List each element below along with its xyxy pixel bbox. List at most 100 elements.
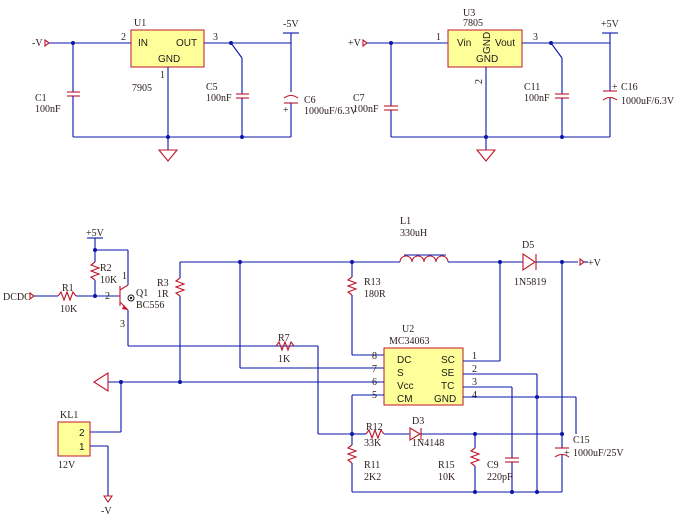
u2-pin1-num: 1 bbox=[472, 351, 477, 362]
ground-symbol-dcdc bbox=[92, 371, 109, 393]
u1-ref: U1 bbox=[134, 18, 146, 29]
r15-value: 10K bbox=[438, 472, 456, 483]
r1-resistor bbox=[57, 290, 77, 302]
r2-resistor bbox=[89, 261, 101, 281]
u2-pin7-num: 7 bbox=[372, 364, 377, 375]
c11-ref: C11 bbox=[524, 82, 540, 93]
q1-pin1: 1 bbox=[122, 271, 127, 282]
u3-gnd-side: GND bbox=[482, 32, 493, 54]
r13-value: 180R bbox=[364, 289, 386, 300]
dcdc-converter-section: +5V R2 10K DCDC R1 10K 1 2 3 Q1 BC556 bbox=[3, 216, 624, 517]
d5-ref: D5 bbox=[522, 240, 534, 251]
net-port-neg-v-in bbox=[44, 38, 50, 48]
c15-plus: + bbox=[564, 448, 570, 459]
c6-capacitor bbox=[283, 94, 299, 99]
r1-value: 10K bbox=[60, 304, 78, 315]
d3-ref: D3 bbox=[412, 416, 424, 427]
l1-value: 330uH bbox=[400, 228, 427, 239]
c1-value: 100nF bbox=[35, 104, 61, 115]
r13-ref: R13 bbox=[364, 277, 381, 288]
r1-ref: R1 bbox=[62, 283, 74, 294]
u2-pin-s: S bbox=[397, 368, 404, 379]
c9-ref: C9 bbox=[487, 460, 499, 471]
u2-pin-vcc: Vcc bbox=[397, 381, 414, 392]
u3-pin-vout: Vout bbox=[495, 38, 515, 49]
u3-pin-vin: Vin bbox=[457, 38, 471, 49]
u3-regulator-section: +V C7 100nF U3 7805 1 Vin Vout GND GND 3… bbox=[348, 8, 675, 162]
r3-value: 1R bbox=[157, 289, 169, 300]
r12-ref: R12 bbox=[366, 422, 383, 433]
r12-resistor bbox=[365, 428, 385, 440]
u1-regulator-section: -V C1 100nF U1 2 IN OUT GND 3 1 7905 -5V… bbox=[32, 18, 358, 162]
net-label-dcdc: DCDC bbox=[3, 292, 31, 303]
u2-ref: U2 bbox=[402, 324, 414, 335]
c9-value: 220pF bbox=[487, 472, 513, 483]
c6-value: 1000uF/6.3V bbox=[304, 106, 358, 117]
net-port-dcdc bbox=[29, 291, 35, 301]
u1-pin-gnd: GND bbox=[158, 54, 180, 65]
d5-diode bbox=[522, 252, 536, 272]
d5-part: 1N5819 bbox=[514, 277, 546, 288]
net-label-neg-v-bottom: -V bbox=[101, 506, 112, 517]
u2-pin-cm: CM bbox=[397, 394, 413, 405]
net-label-neg-v-in: -V bbox=[32, 38, 43, 49]
c5-ref: C5 bbox=[206, 82, 218, 93]
net-port-pos-v-in bbox=[362, 38, 368, 48]
kl1-ref: KL1 bbox=[60, 410, 78, 421]
ground-symbol-u3 bbox=[475, 149, 497, 162]
net-label-pos-v-out: +V bbox=[588, 258, 602, 269]
net-label-neg-5v: -5V bbox=[283, 19, 299, 30]
r12-value: 33K bbox=[364, 438, 382, 449]
q1-part: BC556 bbox=[136, 300, 164, 311]
u3-pin-in-num: 1 bbox=[436, 32, 441, 43]
net-label-pos-v-in: +V bbox=[348, 38, 362, 49]
u2-pin8-num: 8 bbox=[372, 351, 377, 362]
r2-ref: R2 bbox=[100, 263, 112, 274]
c15-value: 1000uF/25V bbox=[573, 448, 624, 459]
c7-value: 100nF bbox=[353, 104, 379, 115]
kl1-connector bbox=[57, 421, 91, 457]
r13-resistor bbox=[346, 276, 358, 296]
q1-ref: Q1 bbox=[136, 288, 148, 299]
c5-value: 100nF bbox=[206, 93, 232, 104]
u2-part: MC34063 bbox=[389, 336, 430, 347]
l1-ref: L1 bbox=[400, 216, 411, 227]
u3-ref: U3 bbox=[463, 8, 475, 19]
r3-ref: R3 bbox=[157, 278, 169, 289]
net-label-pos-5v-q1: +5V bbox=[86, 228, 105, 239]
r11-resistor bbox=[346, 444, 358, 464]
r7-value: 1K bbox=[278, 354, 291, 365]
kl1-pin2: 2 bbox=[79, 428, 85, 439]
u2-pin3-num: 3 bbox=[472, 377, 477, 388]
u3-pin-out-num: 3 bbox=[533, 32, 538, 43]
u2-pin-sc: SC bbox=[441, 355, 455, 366]
c1-ref: C1 bbox=[35, 93, 47, 104]
u1-body bbox=[130, 29, 205, 68]
u2-pin-se: SE bbox=[441, 368, 455, 379]
r11-ref: R11 bbox=[364, 460, 380, 471]
r3-resistor bbox=[174, 277, 186, 297]
c15-ref: C15 bbox=[573, 435, 590, 446]
u2-pin-dc: DC bbox=[397, 355, 411, 366]
r15-resistor bbox=[469, 447, 481, 467]
u1-part: 7905 bbox=[132, 83, 152, 94]
ground-symbol-u1 bbox=[157, 149, 179, 162]
u1-pin-gnd-num: 1 bbox=[160, 70, 165, 81]
c16-plus: + bbox=[612, 82, 618, 93]
c6-plus: + bbox=[283, 105, 289, 116]
r15-ref: R15 bbox=[438, 460, 455, 471]
r7-resistor bbox=[275, 340, 295, 352]
l1-inductor bbox=[399, 255, 449, 263]
d3-part: 1N4148 bbox=[412, 438, 444, 449]
net-port-pos-v-out bbox=[579, 257, 585, 267]
u3-part: 7805 bbox=[463, 18, 483, 29]
r2-value: 10K bbox=[100, 275, 118, 286]
u1-pin-out-num: 3 bbox=[213, 32, 218, 43]
net-label-pos-5v: +5V bbox=[601, 19, 620, 30]
c11-value: 100nF bbox=[524, 93, 550, 104]
u3-body bbox=[447, 29, 523, 68]
c6-ref: C6 bbox=[304, 95, 316, 106]
u1-pin-in-num: 2 bbox=[121, 32, 126, 43]
c7-ref: C7 bbox=[353, 93, 365, 104]
